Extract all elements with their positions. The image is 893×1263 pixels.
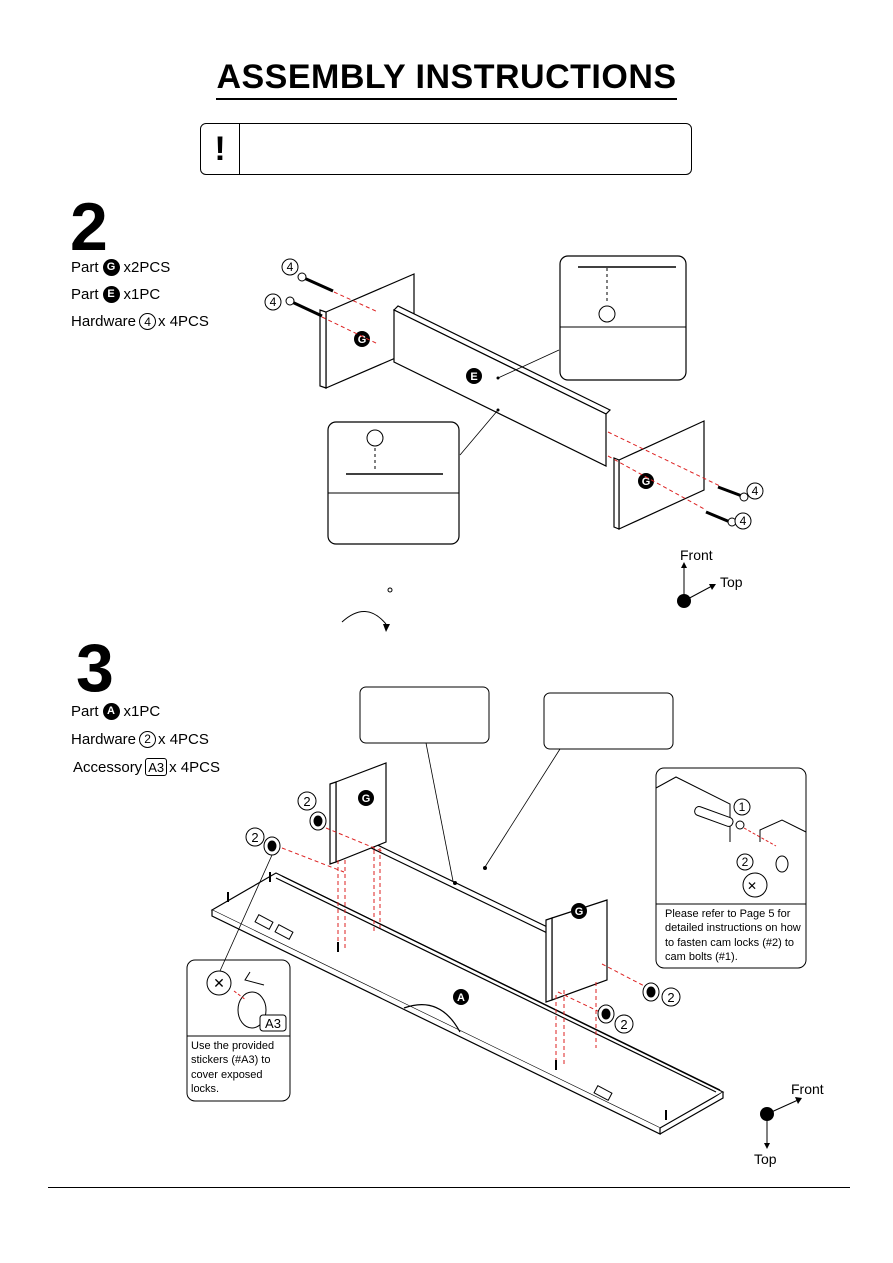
accessory-badge: A3 (145, 758, 168, 776)
axis-top-label: Top (754, 1151, 777, 1167)
callout-4-circle (281, 258, 299, 276)
axis-front-label: Front (680, 547, 713, 563)
panel-badge-g-left (358, 790, 374, 806)
part-quantity: x2PCS (123, 259, 171, 276)
center-panel (392, 305, 612, 467)
part-quantity: x 4PCS (158, 730, 209, 748)
panel-badge-g-right (638, 473, 654, 489)
part-prefix: Part (71, 259, 99, 276)
dashed-guide-line (607, 455, 707, 511)
step-3-number: 3 (76, 630, 114, 706)
warning-symbol: ! (214, 129, 226, 168)
axis-front-label: Front (791, 1081, 824, 1097)
panel-label-g-right: G (642, 476, 651, 488)
rotate-arrow-icon (341, 611, 387, 625)
panel-label-g-left: G (358, 334, 367, 346)
panel-label-a: A (457, 992, 465, 1004)
page-title: ASSEMBLY INSTRUCTIONS (0, 58, 893, 100)
callout-4-label: 4 (287, 260, 294, 274)
callout-2-label: 2 (251, 830, 258, 845)
orientation-axes-step-3 (760, 1097, 802, 1149)
callout-2-circle (614, 1014, 634, 1034)
step-2-illustration: G 4 4 E G 4 4 (264, 255, 764, 632)
left-side-panel (319, 273, 415, 389)
sticker-detail-box: ✕ A3 (186, 959, 291, 1102)
svg-text:✕: ✕ (213, 975, 225, 991)
step-2-number: 2 (70, 189, 108, 265)
callout-2-label: 2 (303, 794, 310, 809)
part-prefix: Hardware (71, 313, 137, 330)
right-upright-panel (545, 899, 608, 1003)
part-prefix: Part (71, 702, 99, 720)
sticker-note: Use the provided stickers (#A3) to cover… (191, 1040, 275, 1095)
panel-label-g-left: G (362, 793, 371, 805)
callout-2-label: 2 (742, 855, 749, 869)
cam-bolt-pins (227, 872, 667, 1120)
part-quantity: x1PC (123, 286, 161, 303)
panel-badge-e (466, 368, 482, 384)
part-prefix: Accessory (73, 758, 143, 776)
right-side-panel (613, 420, 705, 530)
exclamation-icon: ! (201, 124, 240, 174)
hardware-badge: 4 (139, 313, 157, 330)
step-3-illustration: A G G 2 2 2 2 (186, 686, 824, 1167)
part-quantity: x 4PCS (158, 313, 209, 330)
part-quantity: x 4PCS (169, 758, 220, 776)
callout-4-circle (746, 482, 764, 500)
screw-icon (705, 485, 749, 527)
part-prefix: Hardware (71, 730, 137, 748)
panel-label-e: E (470, 371, 477, 383)
part-badge: A (102, 702, 120, 720)
cam-lock-icon (263, 811, 660, 1024)
callout-2-circle (297, 791, 317, 811)
sticker-label: A3 (265, 1016, 281, 1031)
callout-4-label: 4 (752, 484, 759, 498)
part-prefix: Part (71, 286, 99, 303)
panel-badge-g-left (354, 331, 370, 347)
panel-badge-a (453, 989, 469, 1005)
callout-4-circle (264, 293, 282, 311)
screw-icon (285, 272, 334, 318)
callout-box-empty (543, 692, 674, 750)
footer-divider (48, 1187, 850, 1188)
detail-box-left (327, 421, 460, 545)
panel-badge-g-right (571, 903, 587, 919)
page-title-text: ASSEMBLY INSTRUCTIONS (216, 58, 677, 100)
callout-2-label: 2 (620, 1017, 627, 1032)
warning-box: ! (200, 123, 692, 175)
callout-box-empty (359, 686, 490, 744)
dashed-guide-line (333, 291, 379, 313)
svg-text:✕: ✕ (747, 879, 757, 893)
axis-top-label: Top (720, 574, 743, 590)
part-badge: E (102, 286, 120, 303)
callout-4-label: 4 (740, 514, 747, 528)
panel-label-g-right: G (575, 906, 584, 918)
rotation-dot (387, 587, 393, 593)
orientation-axes-step-2 (677, 562, 716, 608)
part-badge: G (102, 259, 120, 276)
callout-2-circle (661, 987, 681, 1007)
part-quantity: x1PC (123, 702, 161, 720)
callout-4-circle (734, 512, 752, 530)
hardware-badge: 2 (139, 730, 157, 748)
cam-lock-note: Please refer to Page 5 for detailed inst… (665, 908, 801, 963)
callout-1-label: 1 (739, 800, 746, 814)
callout-2-label: 2 (667, 990, 674, 1005)
base-bracket (254, 914, 613, 1101)
callout-2-circle (245, 827, 265, 847)
detail-box-top-right (559, 255, 687, 381)
callout-4-label: 4 (270, 295, 277, 309)
cam-detail-box: ✕ 1 2 (655, 767, 807, 969)
dashed-guide-line (321, 316, 379, 345)
